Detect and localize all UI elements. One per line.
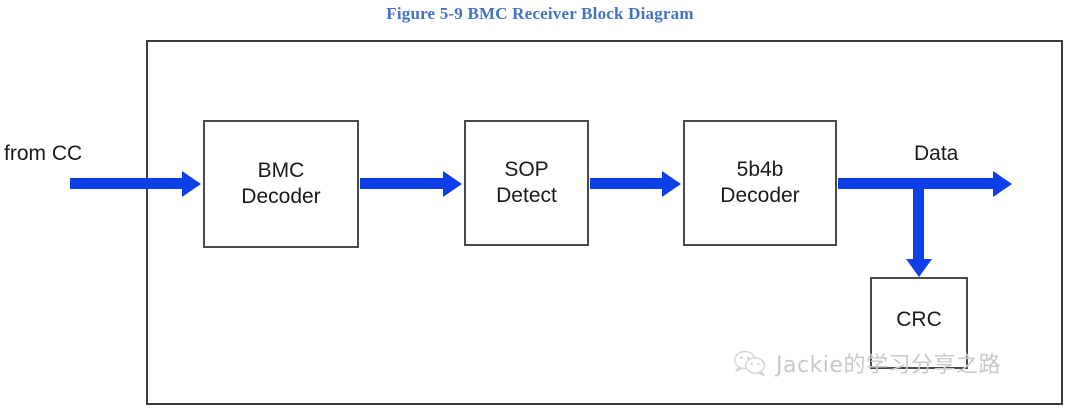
arrow-data-to-crc (913, 183, 924, 260)
arrow-bmc-decoder-to-sop-detect (360, 178, 444, 189)
block-5b4b-decoder: 5b4b Decoder (683, 120, 837, 246)
block-5b4b-decoder-line2: Decoder (720, 184, 800, 207)
diagram-outer-frame (146, 40, 1063, 405)
block-bmc-decoder-line2: Decoder (241, 185, 321, 208)
block-sop-detect-line2: Detect (496, 184, 557, 207)
block-5b4b-decoder-line1: 5b4b (736, 158, 784, 182)
block-crc: CRC (870, 277, 968, 369)
block-sop-detect-line1: SOP (504, 158, 549, 182)
input-label-from-cc: from CC (4, 142, 83, 165)
output-label-data: Data (914, 142, 959, 165)
figure-caption: Figure 5-9 BMC Receiver Block Diagram (386, 4, 694, 23)
arrow-input-to-bmc-decoder (70, 178, 183, 189)
block-sop-detect: SOP Detect (464, 120, 589, 246)
block-bmc-decoder: BMC Decoder (203, 120, 359, 248)
block-crc-line1: CRC (896, 308, 942, 331)
block-bmc-decoder-line1: BMC (257, 159, 305, 183)
arrow-sop-detect-to-5b4b-decoder (590, 178, 663, 189)
